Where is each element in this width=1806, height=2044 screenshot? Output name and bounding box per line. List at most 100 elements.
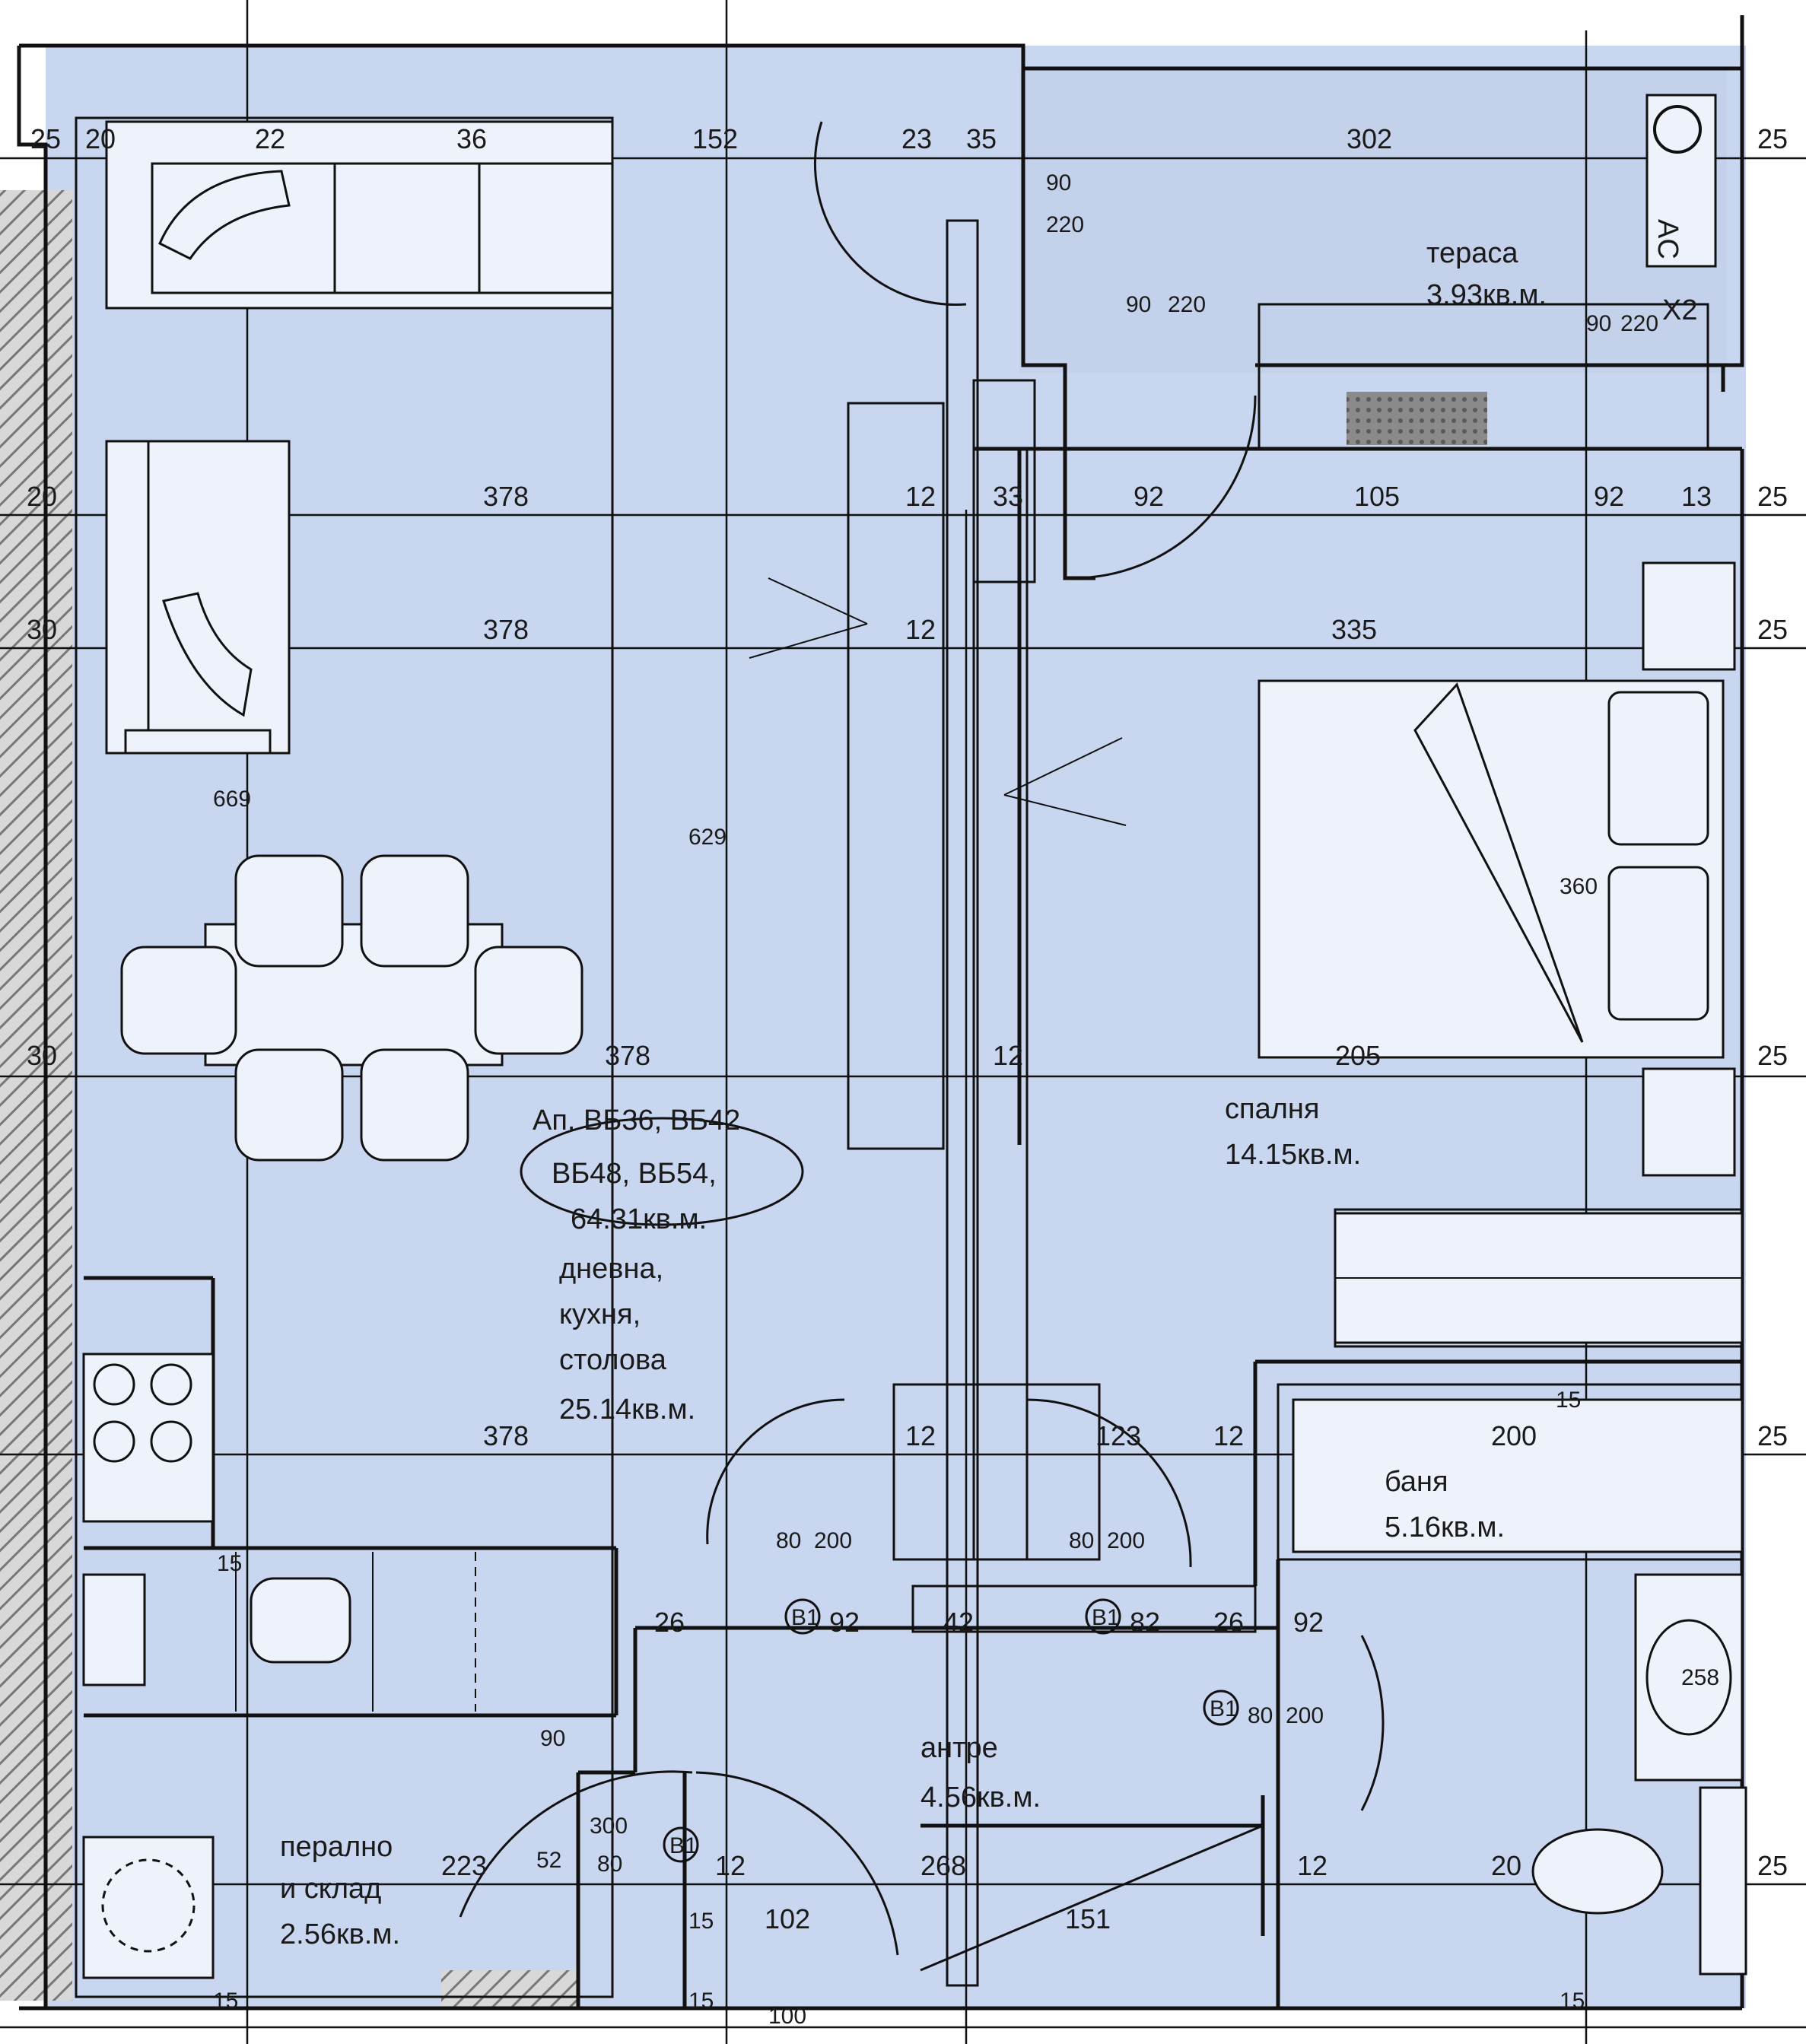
svg-text:80: 80 [776,1528,801,1553]
floor-drain [1347,392,1487,445]
svg-text:378: 378 [483,1420,529,1451]
svg-text:20: 20 [85,123,116,154]
svg-text:36: 36 [456,123,487,154]
svg-text:30: 30 [27,614,57,645]
svg-text:15: 15 [213,1988,238,2014]
svg-text:12: 12 [905,481,936,512]
svg-text:B1: B1 [1210,1696,1238,1721]
kitchen [82,1353,476,1712]
living-label-3: столова [559,1344,667,1376]
svg-text:223: 223 [441,1850,487,1881]
living-label-2: кухня, [559,1299,641,1330]
living-area: 25.14кв.м. [559,1394,695,1426]
svg-text:92: 92 [1134,481,1164,512]
terrace-area: 3.93кв.м. [1426,279,1547,311]
svg-text:13: 13 [1681,481,1712,512]
svg-text:30: 30 [27,1040,57,1071]
svg-text:90: 90 [540,1726,565,1751]
svg-text:52: 52 [536,1848,561,1873]
svg-text:35: 35 [966,123,997,154]
svg-text:12: 12 [1297,1850,1327,1881]
svg-text:80: 80 [1069,1528,1094,1553]
svg-text:302: 302 [1347,123,1392,154]
hall-area: 4.56кв.м. [920,1782,1041,1814]
svg-text:200: 200 [814,1528,852,1553]
svg-text:25: 25 [1757,614,1788,645]
svg-text:92: 92 [1594,481,1624,512]
apartment-tag-ellipse [520,1117,804,1226]
svg-text:20: 20 [1491,1850,1521,1881]
svg-text:629: 629 [688,825,727,850]
svg-text:26: 26 [654,1607,685,1638]
svg-text:80: 80 [597,1852,622,1877]
svg-text:25: 25 [1757,1420,1788,1451]
svg-text:268: 268 [920,1850,966,1881]
svg-text:360: 360 [1560,874,1598,899]
svg-text:26: 26 [1213,1607,1244,1638]
svg-text:12: 12 [1213,1420,1244,1451]
wardrobe [1334,1212,1744,1344]
svg-text:200: 200 [1286,1703,1324,1728]
svg-text:25: 25 [1757,123,1788,154]
svg-text:23: 23 [901,123,932,154]
svg-text:12: 12 [905,614,936,645]
svg-text:258: 258 [1681,1665,1719,1690]
living-label-1: дневна, [559,1253,663,1285]
bath-label: баня [1385,1466,1448,1498]
svg-text:15: 15 [688,1988,714,2014]
laundry-label-1: перално [280,1831,393,1863]
apartment-total-area: 64.31кв.м. [571,1203,707,1235]
svg-text:82: 82 [1130,1607,1160,1638]
dimension-labels: 25 20 22 36 152 23 35 302 25 90 220 90 2… [27,123,1788,2029]
ac-unit [1645,94,1717,268]
svg-text:220: 220 [1620,311,1658,336]
svg-text:151: 151 [1065,1903,1111,1934]
svg-text:B1: B1 [791,1605,819,1630]
svg-text:25: 25 [1757,1040,1788,1071]
svg-text:20: 20 [27,481,57,512]
svg-text:15: 15 [217,1551,242,1576]
svg-text:102: 102 [765,1903,810,1934]
svg-text:669: 669 [213,787,251,812]
svg-text:25: 25 [1757,1850,1788,1881]
svg-text:15: 15 [688,1909,714,1934]
bedroom-area: 14.15кв.м. [1225,1139,1361,1171]
svg-text:92: 92 [1293,1607,1324,1638]
bathroom-fixtures [1292,1398,1747,1976]
svg-text:205: 205 [1335,1040,1381,1071]
svg-text:152: 152 [692,123,738,154]
svg-text:123: 123 [1095,1420,1141,1451]
apartment-tag-1: Ап. ВБ36, ВБ42 [533,1105,740,1136]
svg-text:378: 378 [483,614,529,645]
dining-table [120,854,583,1162]
svg-text:15: 15 [1556,1388,1581,1413]
ac-label: AC [1652,219,1684,259]
svg-text:25: 25 [1757,481,1788,512]
bath-area: 5.16кв.м. [1385,1512,1505,1543]
svg-text:300: 300 [590,1814,628,1839]
svg-text:90: 90 [1126,292,1151,317]
svg-text:220: 220 [1046,212,1084,237]
svg-text:B1: B1 [669,1833,698,1858]
svg-text:335: 335 [1331,614,1377,645]
svg-text:12: 12 [993,1040,1023,1071]
svg-text:92: 92 [829,1607,860,1638]
svg-text:80: 80 [1248,1703,1273,1728]
svg-text:25: 25 [30,123,61,154]
svg-text:100: 100 [768,2004,806,2029]
svg-text:90: 90 [1586,311,1611,336]
hall-label: антре [920,1732,998,1764]
fan-icon [1653,105,1702,154]
exterior-wall-left [0,190,72,2001]
svg-text:12: 12 [715,1850,746,1881]
svg-text:90: 90 [1046,170,1071,195]
svg-text:220: 220 [1168,292,1206,317]
bedroom-label: спалня [1225,1093,1319,1125]
terrace-label: тераса [1426,237,1518,269]
x2-label: X2 [1662,294,1697,326]
laundry-label-2: и склад [280,1873,381,1905]
bed [1258,561,1736,1177]
svg-text:12: 12 [905,1420,936,1451]
svg-text:42: 42 [943,1607,974,1638]
